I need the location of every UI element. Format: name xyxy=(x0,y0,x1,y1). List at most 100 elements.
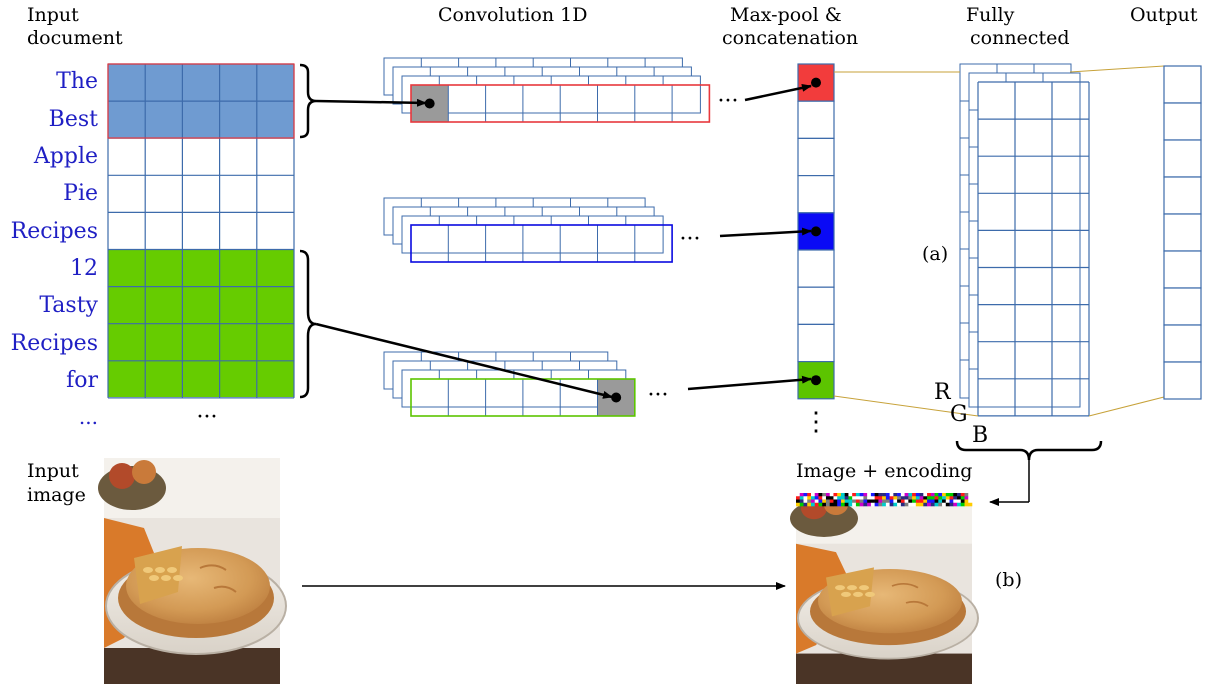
encoding-pixel xyxy=(874,493,879,497)
encoding-pixel xyxy=(855,499,860,504)
pool-cell xyxy=(797,286,835,326)
encoding-pixel xyxy=(799,499,804,504)
encoding-pixel xyxy=(908,493,913,497)
input-image-label-line1: Input xyxy=(27,460,79,482)
encoding-pixel xyxy=(897,496,902,500)
encoding-pixel xyxy=(949,496,954,500)
pool-cell xyxy=(797,175,835,214)
pool-cell xyxy=(797,137,835,177)
word-4: Recipes xyxy=(11,219,98,244)
encoding-pixel xyxy=(908,496,913,500)
output-cell xyxy=(1163,250,1202,289)
encoding-pixel xyxy=(814,493,819,497)
apple-filling xyxy=(835,585,845,591)
encoding-pixel xyxy=(968,499,973,504)
pie-illustration xyxy=(98,458,287,684)
encoding-pixel xyxy=(837,496,842,500)
apple-filling xyxy=(841,591,851,597)
encoding-pixel xyxy=(945,493,950,497)
encoding-pixel xyxy=(882,496,887,500)
pie-slice xyxy=(826,567,874,617)
encoding-pixel xyxy=(810,496,816,500)
output-cell xyxy=(1163,287,1202,326)
encoding-pixel xyxy=(852,496,857,500)
encoding-pixel xyxy=(833,502,838,507)
encoding-pixel xyxy=(822,496,827,500)
encoding-pixel xyxy=(882,493,887,497)
maxpool-column xyxy=(797,63,835,400)
encoding-pixel xyxy=(949,502,954,507)
encoding-pixel xyxy=(852,502,857,507)
conv-filter-stack-3 xyxy=(383,351,636,417)
encoding-pixel xyxy=(949,499,954,504)
pool-cell xyxy=(797,323,835,363)
encoding-pixel xyxy=(942,496,947,500)
encoding-pixel xyxy=(885,496,890,500)
encoding-pixel xyxy=(945,496,950,500)
encoding-pixel xyxy=(908,499,913,504)
encoding-pixel xyxy=(942,493,947,497)
word-3: Pie xyxy=(63,181,98,206)
encoding-pixel xyxy=(900,502,905,507)
encoding-pixel xyxy=(960,499,965,504)
crust-detail xyxy=(891,582,929,607)
pool-cell xyxy=(797,100,835,139)
input-document-words: The Best Apple Pie Recipes 12 Tasty Reci… xyxy=(11,69,99,429)
maxpool-label-line2: concatenation xyxy=(722,27,858,49)
embedding-highlight-top-border xyxy=(107,63,295,139)
encoding-pixel xyxy=(822,493,827,497)
encoding-pixel xyxy=(964,493,969,497)
pool-vdots: ⋮ xyxy=(803,407,829,437)
encoding-pixel xyxy=(904,493,909,497)
encoding-pixel xyxy=(953,502,958,507)
encoding-pixel xyxy=(893,493,898,497)
encoding-pixel xyxy=(938,493,943,497)
fully-connected-label-line2: connected xyxy=(970,27,1069,49)
encoding-pixel xyxy=(810,499,816,504)
encoding-pixel xyxy=(912,493,917,497)
word-0: The xyxy=(56,69,98,94)
apple-filling xyxy=(161,575,171,581)
encoding-pixel xyxy=(964,499,969,504)
apple-filling xyxy=(167,567,177,573)
encoding-pixel xyxy=(867,499,872,504)
encoding-pixel xyxy=(855,496,860,500)
encoding-pixel xyxy=(957,493,962,497)
apple-filling xyxy=(865,591,875,597)
conv-filter-stack-1 xyxy=(383,57,711,123)
encoding-pixel xyxy=(822,502,827,507)
encoding-pixel xyxy=(885,493,890,497)
encoding-pixel xyxy=(923,493,928,497)
encoding-pixel xyxy=(960,493,965,497)
encoding-pixel xyxy=(964,502,969,507)
convolution-label: Convolution 1D xyxy=(438,4,587,26)
encoding-pixel xyxy=(825,499,831,504)
output-cell xyxy=(1163,213,1202,252)
encoding-pixel xyxy=(953,493,958,497)
encoding-strip xyxy=(796,493,973,507)
encoding-pixel xyxy=(829,496,834,500)
encoding-pixel xyxy=(844,499,849,504)
pool-dot xyxy=(811,375,821,386)
image-encoding-label: Image + encoding xyxy=(796,460,972,482)
label-a: (a) xyxy=(922,243,948,265)
encoding-pixel xyxy=(912,496,917,500)
encoding-pixel xyxy=(855,493,860,497)
encoding-pixel xyxy=(882,502,887,507)
word-6: Tasty xyxy=(39,293,98,318)
encoding-pixel xyxy=(863,493,868,497)
conv-ellipsis-3: ··· xyxy=(648,383,669,408)
output-cell xyxy=(1163,65,1202,104)
encoding-pixel xyxy=(814,502,819,507)
encoding-pixel xyxy=(859,496,864,500)
output-column xyxy=(1163,65,1202,400)
encoding-pixel xyxy=(942,499,947,504)
input-image-label-line2: image xyxy=(27,484,86,506)
encoding-pixel xyxy=(818,499,823,504)
pool-cell xyxy=(797,63,835,102)
encoding-pixel xyxy=(904,502,909,507)
pool-dot xyxy=(811,77,821,88)
encoding-pixel xyxy=(848,496,853,500)
word-5: 12 xyxy=(70,256,98,281)
output-label: Output xyxy=(1130,4,1198,26)
